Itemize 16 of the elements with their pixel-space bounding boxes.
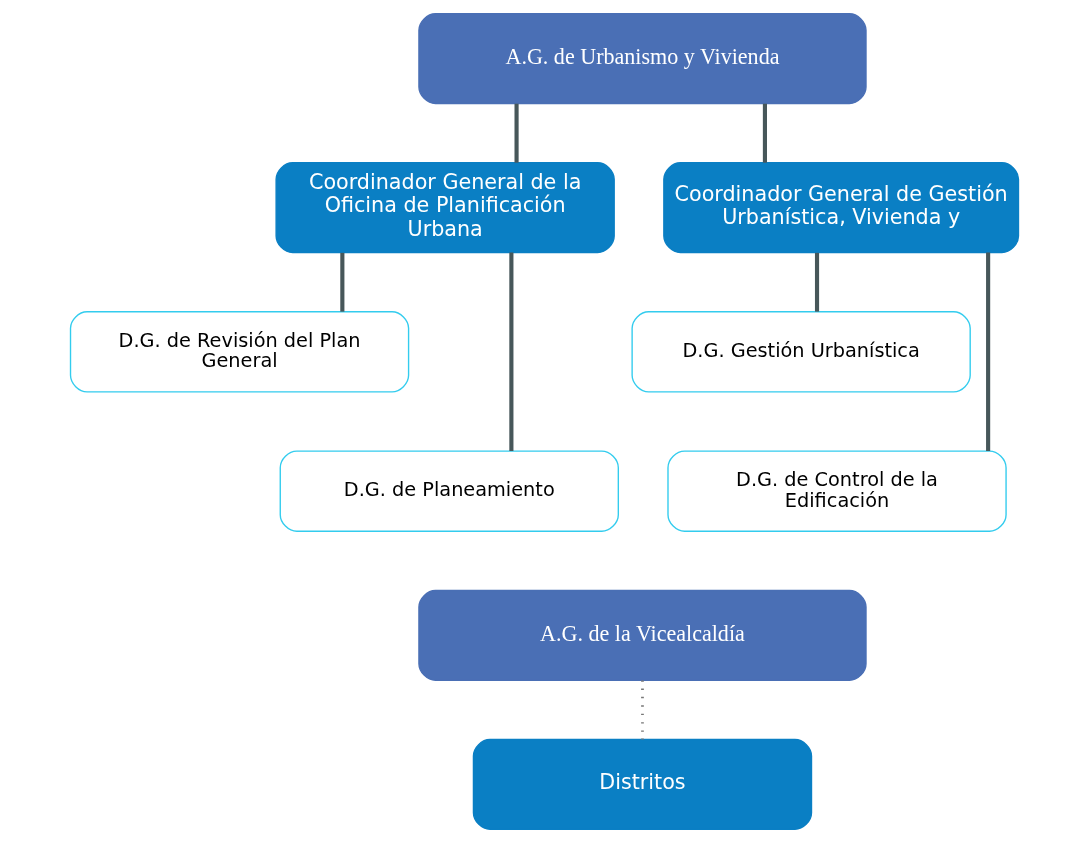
node-box: Coordinador General de Gestión Urbanística, Vivienda y <box>662 162 1019 254</box>
node-box: Coordinador General de la Oficina de Planificación Urbana <box>274 162 615 254</box>
node-box: D.G. Gestión Urbanística <box>630 311 971 393</box>
connector <box>514 103 519 163</box>
node-box: D.G. de Control de la Edificación <box>666 450 1007 532</box>
connector <box>814 252 819 312</box>
node-box: A.G. de la Vicealcaldía <box>417 589 867 681</box>
node-box: D.G. de Revisión del Plan General <box>69 311 409 393</box>
connector <box>985 252 990 452</box>
connector <box>762 103 767 163</box>
connector <box>339 252 344 312</box>
node-box: Distritos <box>472 738 812 830</box>
connector <box>508 252 513 452</box>
node-box: A.G. de Urbanismo y Vivienda <box>417 13 867 105</box>
connector <box>640 680 644 740</box>
node-box: D.G. de Planeamiento <box>279 450 619 532</box>
